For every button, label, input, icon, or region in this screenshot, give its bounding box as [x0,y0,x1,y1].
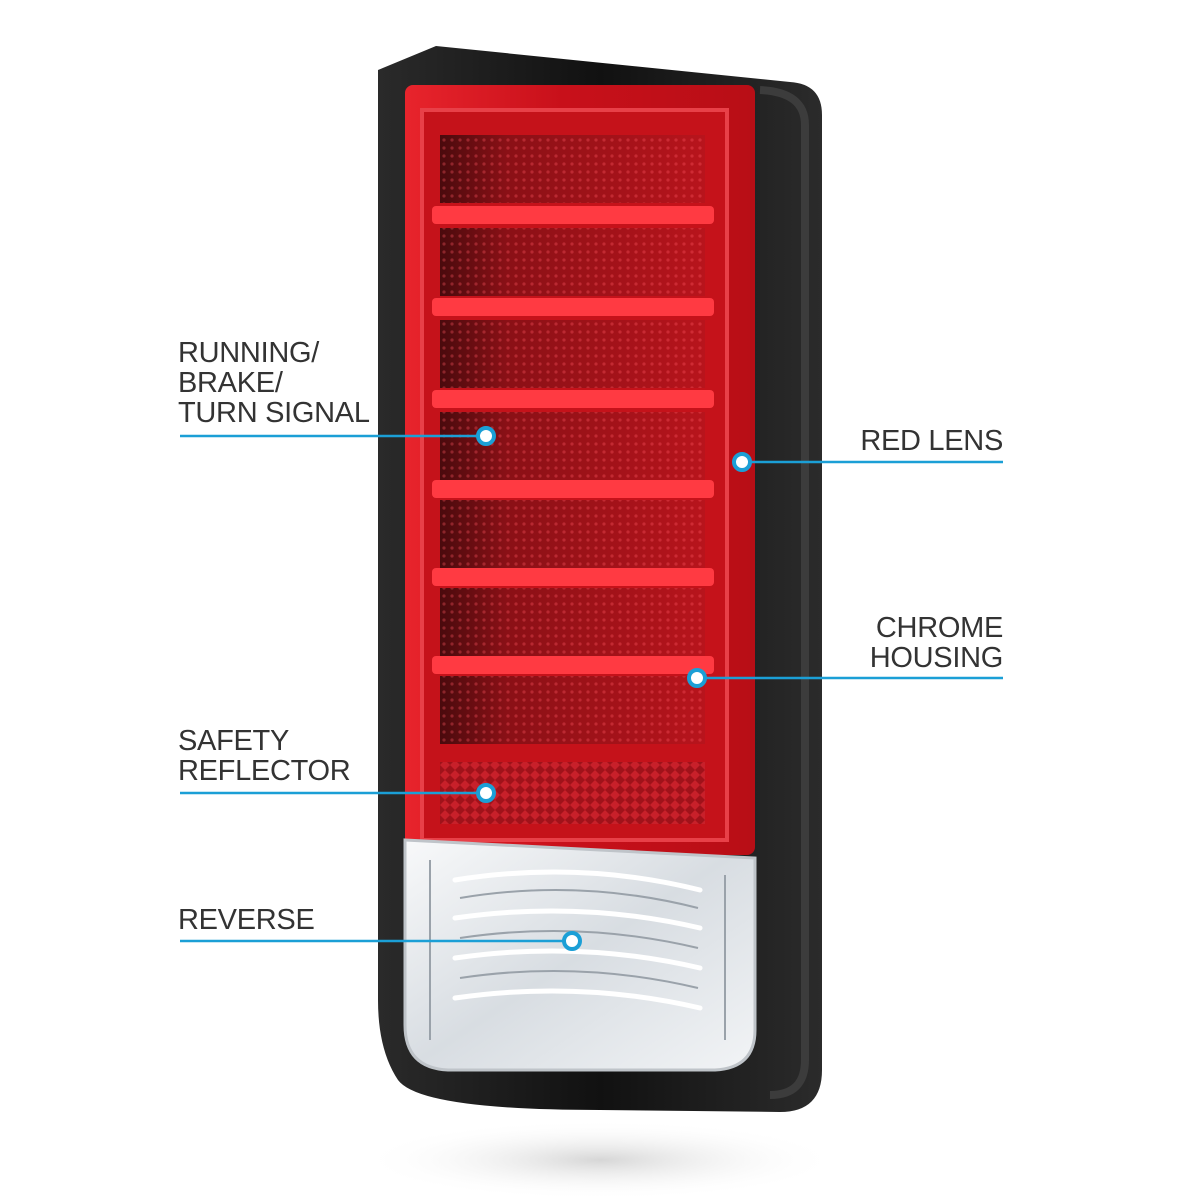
label-line: SAFETY [178,725,289,757]
reverse-lens-ridges [452,869,703,1011]
led-cell [440,412,705,480]
label-line: BRAKE/ [178,367,283,399]
reverse-lens [403,838,757,1072]
label-running-brake-turn: RUNNING/ BRAKE/ TURN SIGNAL [178,338,370,428]
light-bar [432,480,714,498]
reverse-ridge [452,908,703,931]
led-cell [440,135,705,203]
label-line: REVERSE [178,904,315,936]
callout-dots [476,426,752,951]
callout-dot-safety-reflector [476,783,496,803]
callout-dot-reverse [562,931,582,951]
label-line: RUNNING/ [178,337,319,369]
label-red-lens: RED LENS [860,426,1003,456]
label-chrome-housing: CHROME HOUSING [869,612,1004,674]
reverse-shade [459,969,699,989]
led-cell [440,588,705,656]
label-safety-reflector: SAFETY REFLECTOR [178,725,351,787]
reverse-lens-shading [429,860,726,1040]
led-cell [440,676,705,744]
light-bar [432,568,714,586]
callout-dot-chrome-housing [687,668,707,688]
ground-shadow [360,1120,840,1200]
label-line: HOUSING [869,642,1004,674]
led-cells [440,135,705,744]
reverse-ridge [452,988,703,1011]
reverse-ridge [452,948,703,971]
label-line: TURN SIGNAL [178,397,370,429]
callout-lines [180,434,1003,943]
reverse-ridge [452,869,703,893]
light-bars [432,206,714,674]
light-bar [432,206,714,224]
light-bar [432,298,714,316]
label-line: RED LENS [860,425,1003,457]
callout-dot-red-lens [732,452,752,472]
label-reverse: REVERSE [178,905,315,935]
led-cell [440,228,705,296]
callout-dot-running [476,426,496,446]
label-line: REFLECTOR [178,755,351,787]
label-line: CHROME [875,612,1003,644]
light-bar [432,390,714,408]
light-bar [432,656,714,674]
led-cell [440,500,705,568]
reverse-shade [459,889,699,909]
reverse-shade [459,929,699,949]
led-cell [440,320,705,388]
housing-rim [759,86,809,1099]
